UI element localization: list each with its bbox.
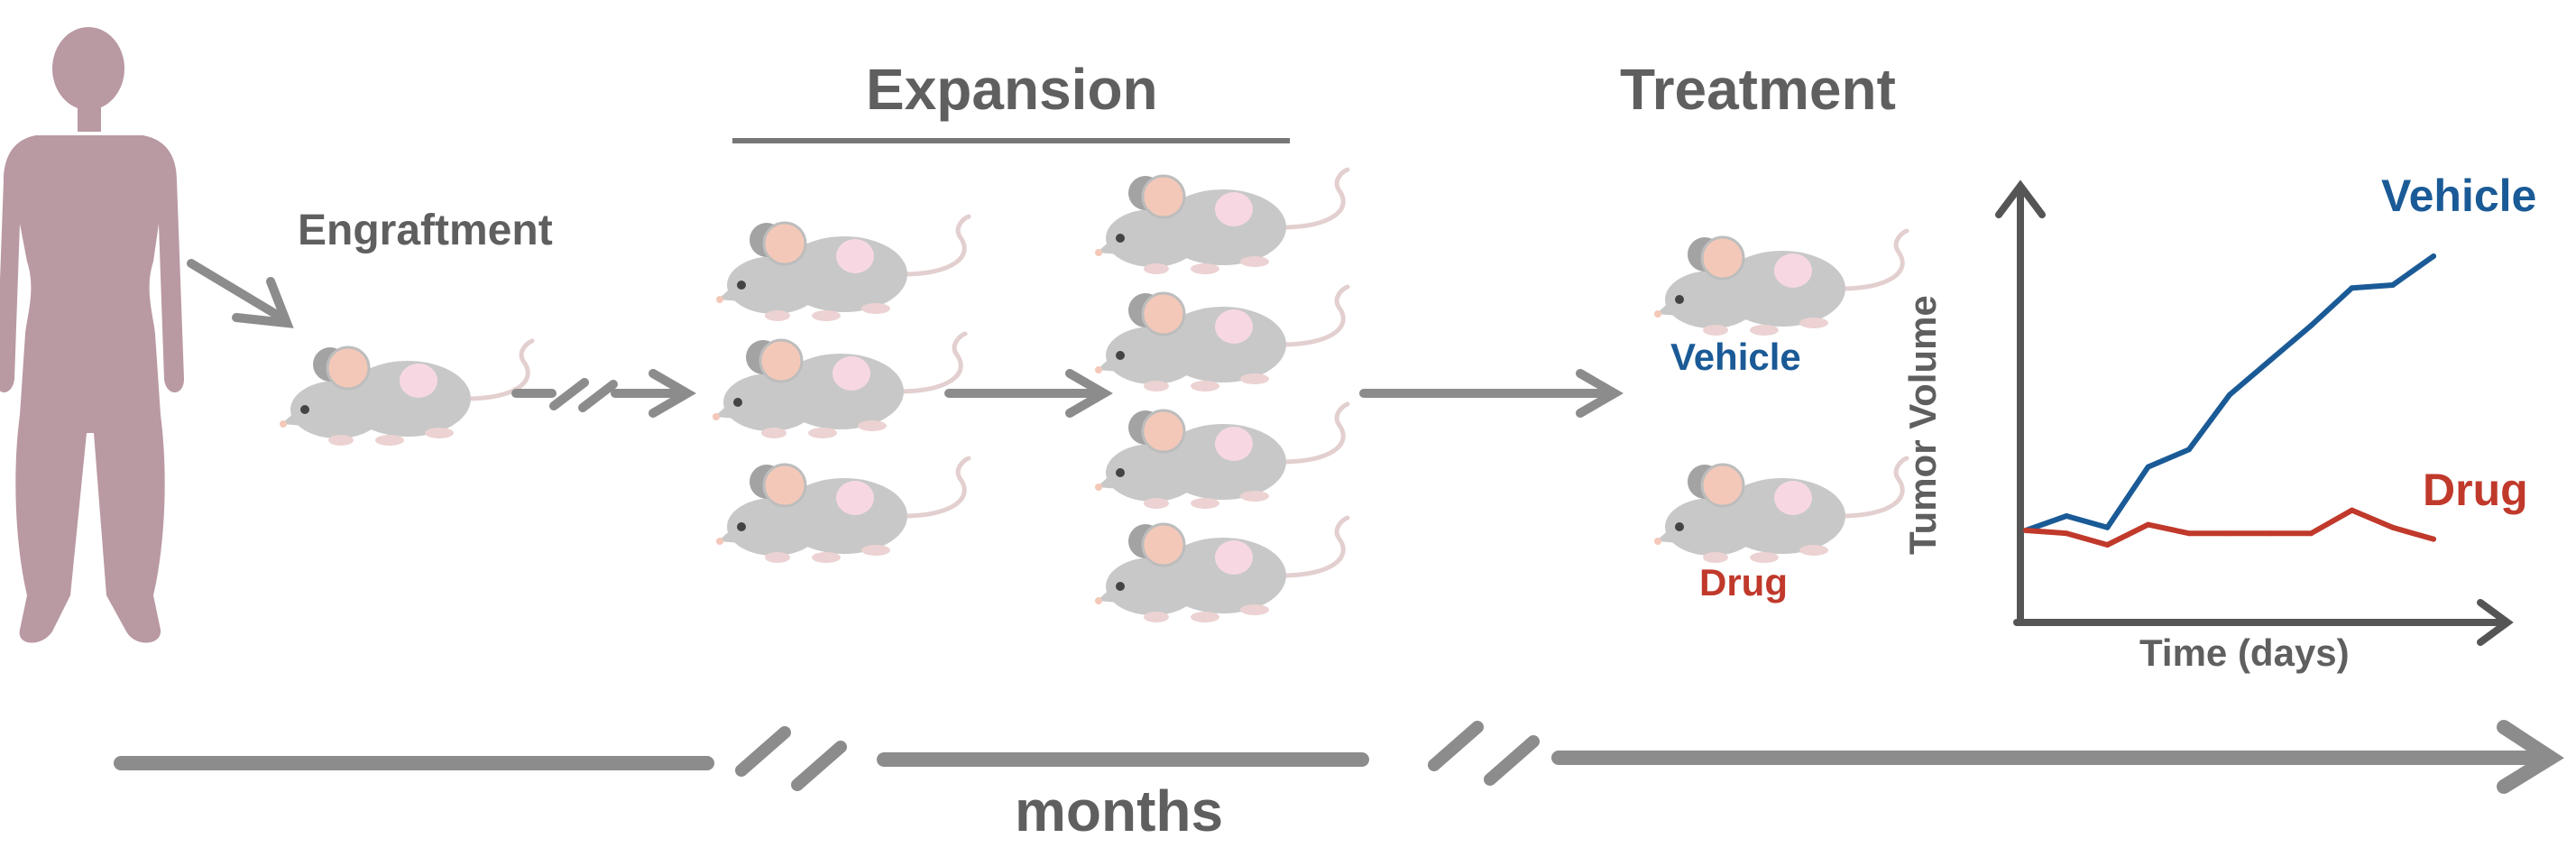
mouse-vehicle: [1654, 231, 1907, 336]
data-point-vehicle-4: [2185, 447, 2192, 453]
months-label: months: [1015, 778, 1224, 843]
data-point-vehicle-2: [2104, 524, 2111, 530]
timeline-arrow: [114, 720, 2564, 794]
chart-plot: [2023, 253, 2436, 548]
mouse-drug: [1654, 458, 1907, 563]
engraftment-to-expansion-arrow: [511, 369, 696, 418]
chart-y-axis-label: Tumor Volume: [1901, 295, 1944, 555]
data-point-drug-3: [2145, 521, 2151, 528]
timeline-break-2: [1434, 727, 1533, 779]
data-point-vehicle-9: [2389, 282, 2396, 288]
treatment-arrow: [1359, 369, 1624, 418]
data-point-drug-6: [2268, 530, 2274, 537]
data-point-vehicle-8: [2349, 285, 2355, 291]
chart-drug-label: Drug: [2423, 465, 2528, 515]
chart-x-axis-label: Time (days): [2139, 631, 2350, 674]
data-point-drug-9: [2389, 524, 2396, 530]
data-point-drug-2: [2104, 542, 2111, 548]
chart-vehicle-label: Vehicle: [2381, 170, 2537, 221]
engraftment-label: Engraftment: [298, 207, 553, 254]
treatment-label: Treatment: [1620, 57, 1896, 122]
vehicle-group-label: Vehicle: [1670, 336, 1801, 378]
mouse-engraftment: [280, 341, 532, 446]
data-point-vehicle-5: [2227, 392, 2232, 398]
expansion-label: Expansion: [866, 57, 1158, 122]
data-point-vehicle-7: [2308, 322, 2314, 328]
timeline-break-1: [741, 732, 841, 785]
mouse-expansion-2a: [1095, 170, 1348, 274]
human-silhouette-icon: [0, 27, 184, 643]
chart-axes: [1995, 180, 2514, 646]
expansion-arrow: [944, 369, 1113, 418]
mouse-expansion-1b: [713, 334, 965, 438]
data-point-vehicle-6: [2268, 357, 2274, 364]
data-point-drug-7: [2308, 530, 2314, 537]
series-line-drug: [2023, 507, 2436, 548]
drug-group-label: Drug: [1699, 561, 1788, 603]
data-point-drug-10: [2431, 536, 2436, 542]
data-point-vehicle-3: [2145, 464, 2151, 470]
mouse-expansion-2c: [1095, 404, 1348, 509]
mouse-expansion-1a: [716, 216, 969, 321]
data-point-drug-8: [2349, 507, 2355, 513]
mouse-expansion-1c: [716, 458, 969, 563]
data-point-drug-5: [2227, 530, 2232, 537]
data-point-drug-0: [2023, 528, 2029, 533]
mouse-expansion-2b: [1095, 287, 1348, 392]
data-point-drug-4: [2185, 530, 2192, 537]
data-point-vehicle-10: [2431, 253, 2436, 259]
engraftment-arrow: [187, 259, 294, 328]
data-point-vehicle-1: [2064, 513, 2070, 519]
data-point-drug-1: [2064, 530, 2070, 537]
mouse-expansion-2d: [1095, 518, 1348, 622]
